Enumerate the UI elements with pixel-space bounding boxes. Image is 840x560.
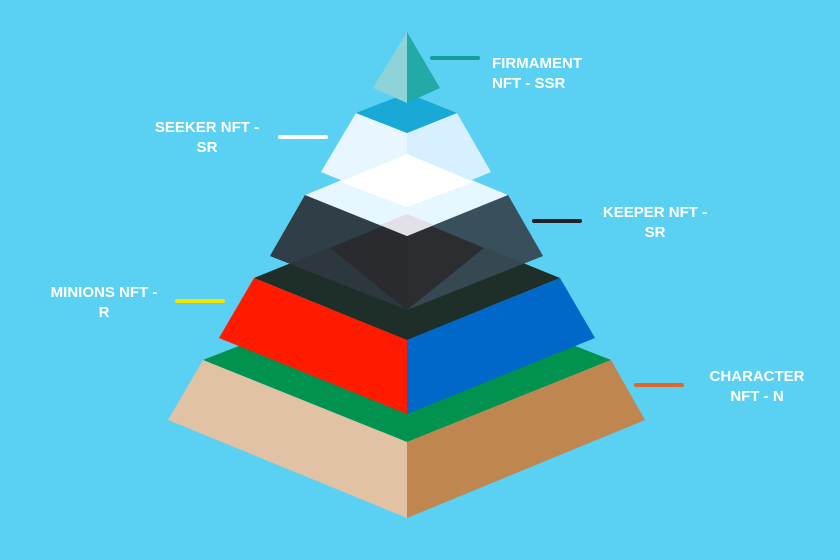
character-label-line1: CHARACTER: [709, 368, 805, 385]
seeker-connector-line: [278, 135, 328, 139]
character-connector-line: [634, 383, 684, 387]
character-tier-right-face: [407, 360, 645, 518]
seeker-label: SEEKER NFT - SR: [140, 118, 274, 158]
minions-connector-line: [175, 299, 225, 303]
seeker-tier-bottom-glow: [340, 154, 474, 207]
keeper-connector-line: [532, 219, 582, 223]
firmament-connector-line: [430, 56, 480, 60]
firmament-label: FIRMAMENT NFT - SSR: [492, 54, 582, 94]
keeper-label-line2: SR: [644, 224, 666, 241]
firmament-label-line1: FIRMAMENT: [492, 55, 582, 72]
seeker-label-line1: SEEKER NFT -: [154, 119, 260, 136]
minions-label-line2: R: [98, 304, 110, 321]
keeper-label: KEEPER NFT - SR: [588, 203, 722, 243]
seeker-tier-top: [356, 93, 457, 133]
firmament-tier-left-face: [373, 32, 407, 103]
minions-tier-right-face: [407, 278, 595, 414]
keeper-tier-inner: [330, 216, 484, 310]
minions-label: MINIONS NFT - R: [36, 283, 172, 323]
minions-label-line1: MINIONS NFT -: [50, 284, 158, 301]
keeper-label-line1: KEEPER NFT -: [602, 204, 708, 221]
character-label: CHARACTER NFT - N: [690, 367, 824, 407]
character-label-line2: NFT - N: [730, 388, 784, 405]
keeper-tier-top-inner: [380, 214, 434, 236]
firmament-label-line2: NFT - SSR: [492, 75, 566, 92]
character-tier-left-face: [168, 360, 407, 518]
firmament-tier-right-face: [407, 32, 440, 103]
seeker-label-line2: SR: [196, 139, 218, 156]
minions-tier-left-face: [219, 278, 407, 414]
